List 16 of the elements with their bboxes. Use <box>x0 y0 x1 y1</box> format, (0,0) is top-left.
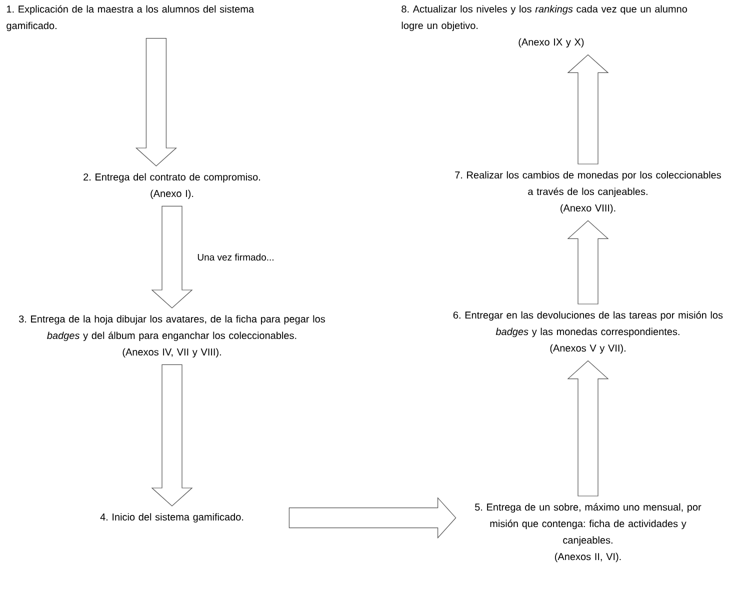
edge-label: Una vez firmado... <box>196 252 276 262</box>
block-arrow <box>288 497 456 539</box>
block-arrow <box>135 38 177 166</box>
block-arrow <box>567 360 609 496</box>
step-text: 5. Entrega de un sobre, máximo uno mensual, por misión que contenga: ficha de actividades y canjeables. (Anexos II, VI). <box>475 503 702 562</box>
block-arrow <box>151 206 193 308</box>
step-text: 4. Inicio del sistema gamificado. <box>100 513 244 522</box>
step-text: 2. Entrega del contrato de compromiso. (Anexo I). <box>84 173 260 199</box>
step-text: 7. Realizar los cambios de monedas por los coleccionables a través de los canjeables. (Anexo VIII). <box>455 171 721 214</box>
block-arrow <box>567 220 609 304</box>
step-text: 8. Actualizar los niveles y los rankings cada vez que un alumno logre un objetivo. (Anexo IX y X) <box>402 5 687 48</box>
step-text: 6. Entregar en las devoluciones de las tareas por misión los badges y las monedas correspondientes. (Anexos V y VII). <box>453 311 723 354</box>
block-arrow <box>151 364 193 506</box>
step-text: 3. Entrega de la hoja dibujar los avatares, de la ficha para pegar los badges y del álbum para enganchar los coleccionables. (Anexos IV, VII y VIII). <box>18 315 325 358</box>
step-text: 1. Explicación de la maestra a los alumnos del sistema gamificado. <box>6 5 254 32</box>
block-arrow <box>567 54 609 164</box>
